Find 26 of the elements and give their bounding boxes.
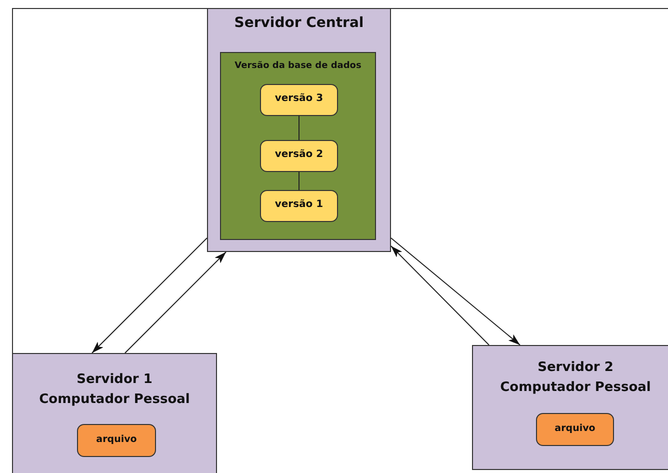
file-label: arquivo: [554, 423, 596, 434]
version-box: [260, 190, 338, 222]
version-label: versão 3: [274, 93, 324, 104]
connector-line: [298, 116, 300, 140]
computer-label: Computador Pessoal: [39, 392, 190, 407]
version-box: [260, 84, 338, 116]
server-title: Servidor Central: [234, 15, 364, 31]
arrow: [390, 238, 520, 346]
computer-box: [12, 353, 217, 473]
file-box: [77, 424, 156, 457]
database-panel: [220, 52, 376, 240]
file-box: [536, 413, 614, 446]
server-box: [207, 8, 391, 252]
file-label: arquivo: [96, 434, 137, 445]
computer-label: Servidor 1: [76, 372, 152, 387]
connector-line: [298, 172, 300, 190]
version-box: [260, 140, 338, 172]
computer-label: Computador Pessoal: [500, 380, 651, 395]
arrow: [92, 238, 208, 354]
computer-label: Servidor 2: [538, 360, 614, 375]
panel-title: Versão da base de dados: [234, 61, 362, 71]
arrow: [124, 252, 226, 354]
version-label: versão 2: [274, 149, 324, 160]
computer-box: [472, 345, 668, 470]
version-label: versão 1: [274, 199, 324, 210]
arrow: [390, 246, 490, 346]
